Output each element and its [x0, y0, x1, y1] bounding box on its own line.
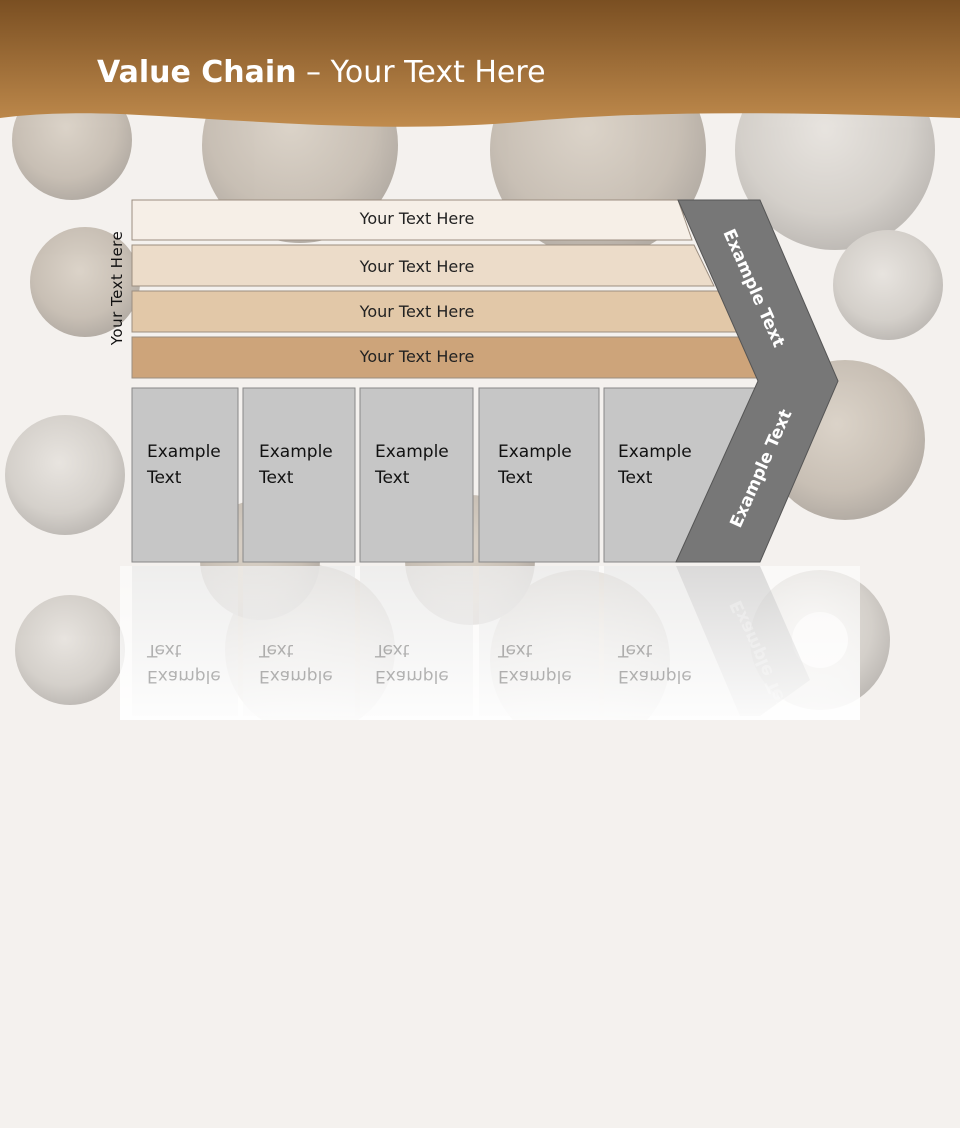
header-band [0, 0, 960, 127]
row-bar-2 [131, 244, 715, 287]
activity-boxes [131, 387, 761, 563]
row-bar-1 [131, 199, 693, 241]
activity-box-4 [478, 387, 600, 563]
row-bars [131, 199, 765, 379]
row-label-2: Your Text Here [359, 257, 475, 276]
row-label-4: Your Text Here [359, 347, 475, 366]
vertical-label: Your Text Here [108, 230, 126, 346]
row-label-1: Your Text Here [359, 209, 475, 228]
chevron-arrow [675, 199, 839, 563]
activity-box-2 [242, 387, 356, 563]
reflection-fade [120, 566, 860, 720]
slide-background [0, 0, 960, 720]
row-label-3: Your Text Here [359, 302, 475, 321]
activity-box-1 [131, 387, 239, 563]
slide-title: Value Chain – Your Text Here [97, 55, 546, 90]
reflection-arrow-label: Example Text [726, 597, 797, 722]
activity-box-3 [359, 387, 474, 563]
